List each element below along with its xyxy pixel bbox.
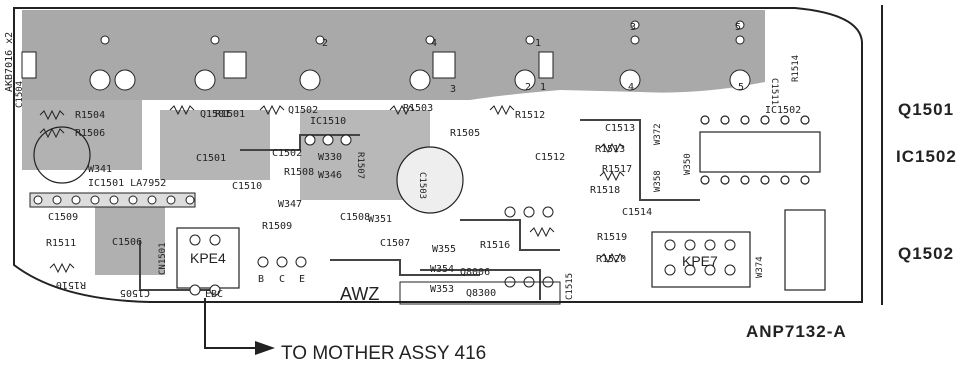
component-label: KPE7: [682, 253, 718, 269]
pin-number: 3: [630, 22, 636, 33]
component-labels: C1504 R1504 R1506 Q1501 R1501 Q1502 R150…: [15, 55, 801, 304]
component-label: R1509: [262, 221, 292, 232]
component-label: R1508: [284, 167, 314, 178]
component-label: R1503: [403, 103, 433, 114]
component-label: W355: [432, 244, 456, 255]
component-label: IC1510: [310, 116, 346, 127]
pin-number: 5: [738, 82, 744, 93]
component-label: W358: [653, 170, 663, 192]
pin-number: 2: [525, 82, 531, 93]
component-label: C1501: [196, 153, 226, 164]
through-holes: [89, 20, 751, 91]
resistor-symbols: [39, 104, 625, 274]
component-label: C: [279, 274, 285, 285]
component-label: IC1501 LA7952: [88, 178, 166, 189]
side-label-q1501: Q1501: [898, 100, 955, 119]
component-label: C1504: [15, 81, 25, 108]
component-label: R1513: [595, 144, 625, 155]
component-label: B: [258, 274, 264, 285]
component-label: E: [299, 274, 305, 285]
board-code: ANP7132-A: [746, 322, 847, 341]
pin-number: 1: [540, 82, 546, 93]
pin-number: 1: [535, 38, 541, 49]
board-outline: [13, 7, 863, 303]
edge-print: AKB7016 x2: [4, 32, 15, 92]
component-label: W374: [755, 256, 765, 278]
component-label: W372: [653, 123, 663, 145]
component-label: C1506: [112, 237, 142, 248]
connector-note: TO MOTHER ASSY 416: [281, 343, 487, 364]
awz-box: [399, 281, 561, 305]
component-label: C1515: [565, 273, 575, 300]
component-label: W353: [430, 284, 454, 295]
top-connector-pads: [21, 51, 554, 79]
component-label: EBC: [205, 289, 223, 300]
component-label: W347: [278, 199, 302, 210]
connector-arrow-line: [204, 298, 255, 349]
kpe-connectors: [176, 209, 826, 291]
component-label: W330: [318, 152, 342, 163]
component-label: C1514: [622, 207, 652, 218]
arrow-head-icon: [255, 341, 275, 355]
pin-number-labels: 2 4 1 3 5 3 2 4 5 1: [322, 22, 744, 95]
component-label: R1517: [602, 164, 632, 175]
component-label: R1511: [46, 238, 76, 249]
component-label: C1509: [48, 212, 78, 223]
component-label: R1506: [75, 128, 105, 139]
ic1502-package: [699, 115, 821, 185]
pin-number: 5: [735, 22, 741, 33]
component-label: W350: [683, 153, 693, 175]
component-label: W341: [88, 164, 112, 175]
component-label: R1516: [480, 240, 510, 251]
pin-number: 3: [450, 84, 456, 95]
component-label: C1508: [340, 212, 370, 223]
pin-number: 4: [628, 82, 634, 93]
copper-pour-lower: [95, 205, 165, 275]
component-label: Q8006: [460, 267, 490, 278]
component-label: R1507: [355, 152, 365, 179]
q1501-outline: [33, 126, 91, 184]
component-label: R1519: [597, 232, 627, 243]
component-label: C1507: [380, 238, 410, 249]
component-label: Q1501: [200, 109, 230, 120]
component-label: C1505: [120, 287, 150, 298]
side-label-q1502: Q1502: [898, 244, 955, 263]
component-label: R1504: [75, 110, 105, 121]
copper-pour-top: [22, 10, 765, 100]
component-label: CN1501: [158, 242, 168, 275]
component-label: R1512: [515, 110, 545, 121]
component-label: W354: [430, 264, 454, 275]
pin-number: 2: [322, 38, 328, 49]
component-label: R1510: [56, 279, 86, 290]
component-label: AWZ: [340, 284, 379, 304]
copper-pour-mid: [160, 110, 270, 180]
component-label: IC1502: [765, 105, 801, 116]
q1503-outline: [396, 146, 464, 214]
component-label: W351: [368, 214, 392, 225]
component-label: KPE4: [190, 250, 226, 266]
component-label: C1511: [769, 78, 779, 105]
component-label: R1518: [590, 185, 620, 196]
component-label: C1503: [417, 172, 427, 199]
component-label: R1505: [450, 128, 480, 139]
component-label: C1502: [272, 148, 302, 159]
component-label: R1520: [596, 254, 626, 265]
component-label: Q8300: [466, 288, 496, 299]
pin-number: 4: [431, 38, 437, 49]
component-label: R1514: [791, 55, 801, 82]
component-label: Q1502: [288, 105, 318, 116]
ic1501-pins: [29, 192, 196, 208]
component-label: R1501: [215, 109, 245, 120]
component-label: C1510: [232, 181, 262, 192]
component-label: W346: [318, 170, 342, 181]
component-label: C1513: [605, 123, 635, 134]
side-label-ic1502: IC1502: [896, 147, 957, 166]
component-label: C1512: [535, 152, 565, 163]
